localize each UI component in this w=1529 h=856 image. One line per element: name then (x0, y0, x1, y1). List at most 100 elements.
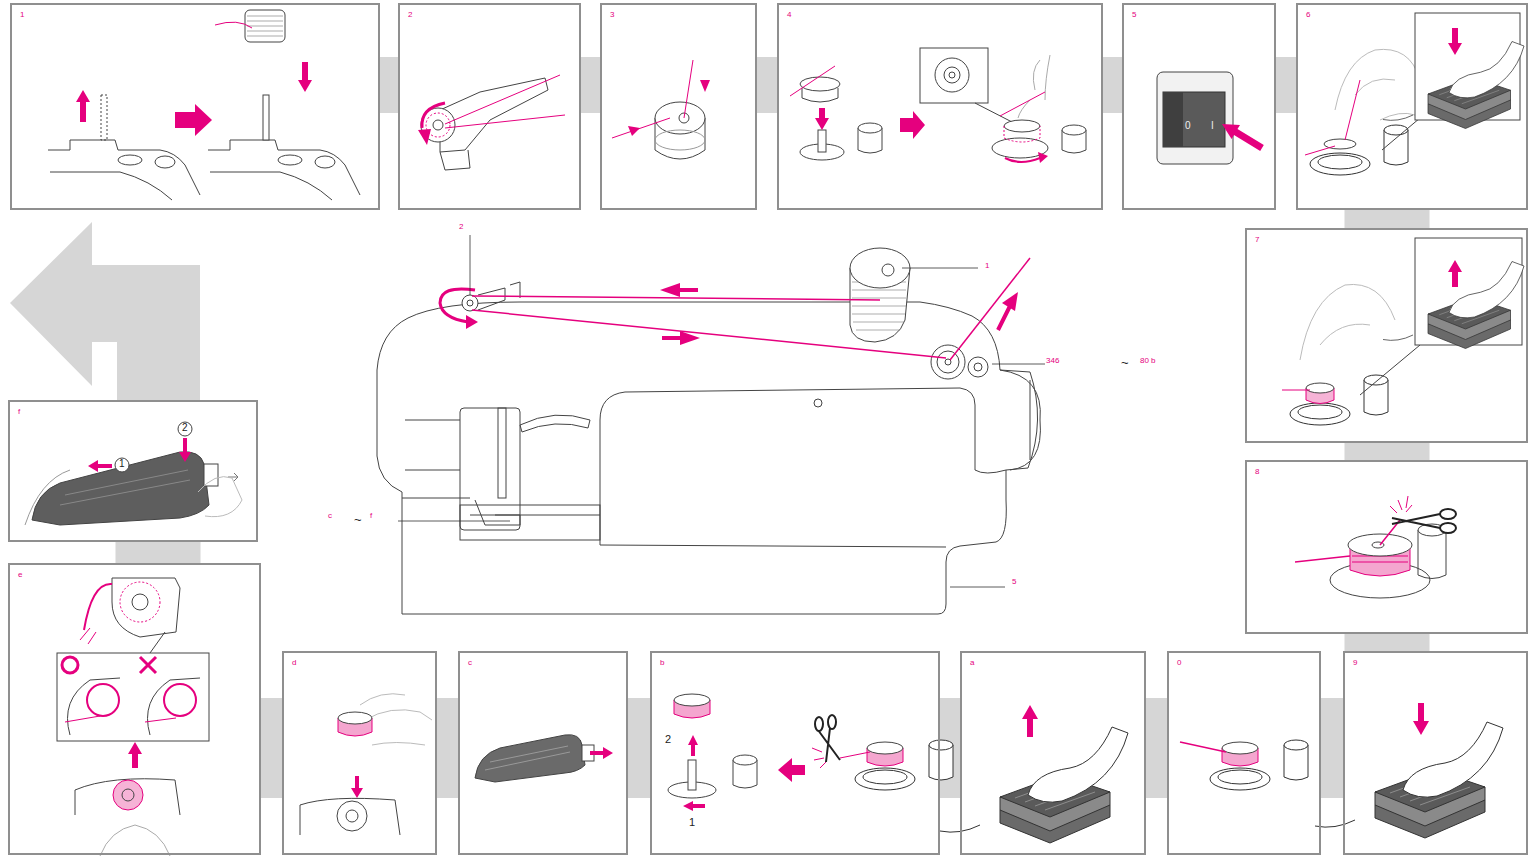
step-illustration (1180, 742, 1226, 752)
callout-label: 1 (119, 459, 125, 469)
flow-arrow (10, 222, 200, 400)
callout-label: 1 (689, 817, 695, 828)
step-illustration (1282, 390, 1310, 391)
sewing-machine (814, 399, 822, 407)
step-illustration (155, 156, 175, 168)
sewing-machine (600, 388, 1006, 545)
power-switch (1157, 72, 1233, 164)
step-illustration (164, 684, 196, 716)
step-illustration (674, 694, 710, 706)
step-illustration (1418, 530, 1446, 579)
step-illustration (1000, 92, 1045, 116)
direction-arrow (179, 438, 191, 462)
step-number: 2 (408, 11, 412, 19)
thread-path (440, 258, 1030, 360)
callout-label: c (328, 512, 332, 520)
callout-label: 5 (1012, 578, 1016, 586)
direction-arrow (76, 62, 312, 136)
step-illustration (100, 825, 170, 856)
direction-arrow (1448, 260, 1462, 287)
callout-label: 346 (1046, 357, 1059, 365)
power-switch (1157, 72, 1233, 164)
flow-band (261, 698, 282, 798)
step-illustration (337, 801, 367, 831)
step-illustration (485, 746, 570, 770)
step-illustration (48, 10, 360, 200)
step-illustration (1305, 13, 1524, 175)
flow-band (1345, 210, 1430, 228)
step-illustration (1335, 49, 1420, 120)
step-illustration (150, 632, 165, 653)
sewing-machine (1000, 370, 1040, 470)
step-number: f (18, 408, 20, 416)
power-switch (1163, 92, 1225, 147)
direction-arrow (76, 90, 90, 122)
step-illustration (140, 657, 156, 673)
step-number: 9 (1353, 659, 1357, 667)
flow-band (581, 57, 600, 113)
flow-band (1345, 634, 1430, 651)
direction-arrow (1413, 703, 1429, 735)
step-illustration (935, 58, 969, 92)
step-illustration (1295, 520, 1400, 562)
step-illustration (68, 678, 201, 735)
step-illustration (113, 780, 143, 810)
step-panel: e (8, 563, 261, 855)
step-panel: 1 (10, 3, 380, 210)
callout-label: 1 (985, 262, 989, 270)
step-illustration (445, 75, 565, 128)
step-illustration (1062, 125, 1086, 135)
connector-layer (158, 85, 1387, 748)
direction-arrow (683, 735, 805, 811)
step-illustration (800, 77, 840, 91)
step-illustration (215, 22, 252, 28)
callout-label: ~ (1121, 356, 1129, 369)
sewing-machine (852, 282, 906, 330)
sewing-machine (498, 408, 506, 498)
step-illustration (198, 477, 242, 517)
step-illustration (1440, 523, 1456, 533)
step-illustration (920, 48, 988, 103)
step-illustration (80, 628, 96, 644)
step-illustration (300, 798, 400, 835)
step-illustration (204, 464, 218, 486)
step-illustration (1180, 740, 1308, 790)
step-illustration (1382, 118, 1420, 150)
thread-path (472, 310, 946, 358)
step-number: 7 (1255, 236, 1259, 244)
step-illustration (1360, 345, 1420, 395)
step-panel: f (8, 400, 258, 542)
direction-arrow (351, 776, 363, 798)
sewing-machine (882, 264, 894, 276)
direction-arrow (628, 80, 710, 136)
sewing-machine (968, 357, 988, 377)
step-panel: 3 (600, 3, 757, 210)
callout-label: 2 (459, 223, 463, 231)
step-illustration (1300, 284, 1395, 360)
step-illustration (84, 584, 112, 630)
step-illustration (858, 123, 882, 133)
step-illustration (668, 694, 953, 798)
sewing-machine (460, 408, 520, 530)
direction-arrow (688, 735, 698, 756)
step-illustration (840, 752, 870, 758)
step-illustration (940, 727, 1128, 843)
step-panel: 6 (1296, 3, 1528, 210)
flow-band (1345, 443, 1430, 460)
step-illustration (115, 458, 129, 472)
direction-arrow (815, 108, 1048, 163)
step-illustration (790, 66, 835, 96)
direction-arrow (683, 801, 705, 811)
step-illustration (1005, 158, 1040, 162)
step-illustration (48, 140, 200, 200)
step-illustration (802, 88, 838, 102)
flow-band (1321, 698, 1343, 798)
step-illustration (612, 60, 693, 138)
step-panel: 5 (1122, 3, 1276, 210)
step-illustration (940, 727, 1128, 843)
callout-label: ~ (354, 513, 362, 526)
direction-arrow (815, 108, 829, 130)
